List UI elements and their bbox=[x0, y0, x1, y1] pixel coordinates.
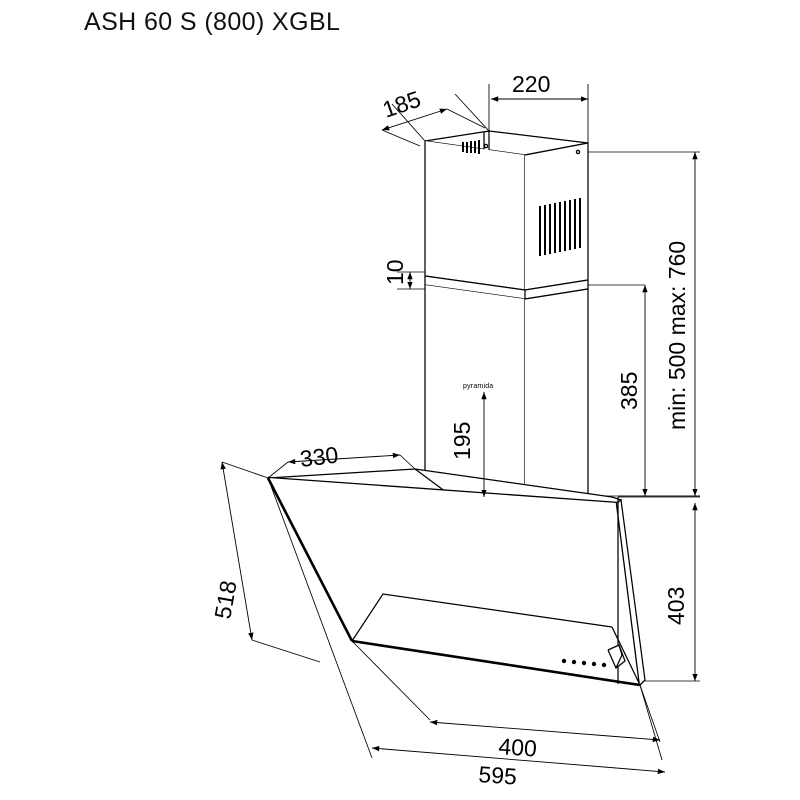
brand-logo-text: pyramida bbox=[463, 383, 493, 390]
dimension-label-330: 330 bbox=[298, 441, 339, 471]
dimension-403: 403 bbox=[663, 503, 698, 681]
dimension-label-385: 385 bbox=[616, 372, 642, 410]
dimension-label-185: 185 bbox=[379, 86, 424, 123]
dimension-min-max: min: 500 max: 760 bbox=[664, 152, 698, 496]
dimension-label-403: 403 bbox=[663, 587, 689, 625]
dimension-595: 595 bbox=[371, 745, 666, 790]
dimension-385: 385 bbox=[616, 285, 648, 496]
upper-chimney bbox=[424, 130, 589, 291]
dimension-label-220: 220 bbox=[512, 71, 550, 97]
dimension-518: 518 bbox=[209, 461, 254, 641]
dimension-label-518: 518 bbox=[209, 579, 241, 621]
dimension-label-595: 595 bbox=[478, 761, 518, 790]
dimension-label-195: 195 bbox=[449, 422, 475, 460]
dimension-220: 220 bbox=[491, 71, 588, 102]
dimension-label-10: 10 bbox=[382, 259, 408, 285]
vent-slats-back bbox=[462, 140, 480, 154]
dimension-label-min-max: min: 500 max: 760 bbox=[664, 241, 690, 430]
dimension-10: 10 bbox=[382, 259, 425, 290]
lower-chimney: pyramida bbox=[424, 285, 589, 506]
control-panel-dots[interactable] bbox=[561, 658, 607, 668]
vent-slats-right bbox=[539, 198, 581, 256]
dimension-195: 195 bbox=[449, 392, 487, 497]
edge-clip bbox=[607, 644, 626, 669]
dimension-330: 330 bbox=[287, 441, 401, 472]
hood-body bbox=[266, 468, 646, 687]
dimension-label-400: 400 bbox=[498, 733, 538, 762]
page-title: ASH 60 S (800) XGBL bbox=[84, 8, 341, 36]
